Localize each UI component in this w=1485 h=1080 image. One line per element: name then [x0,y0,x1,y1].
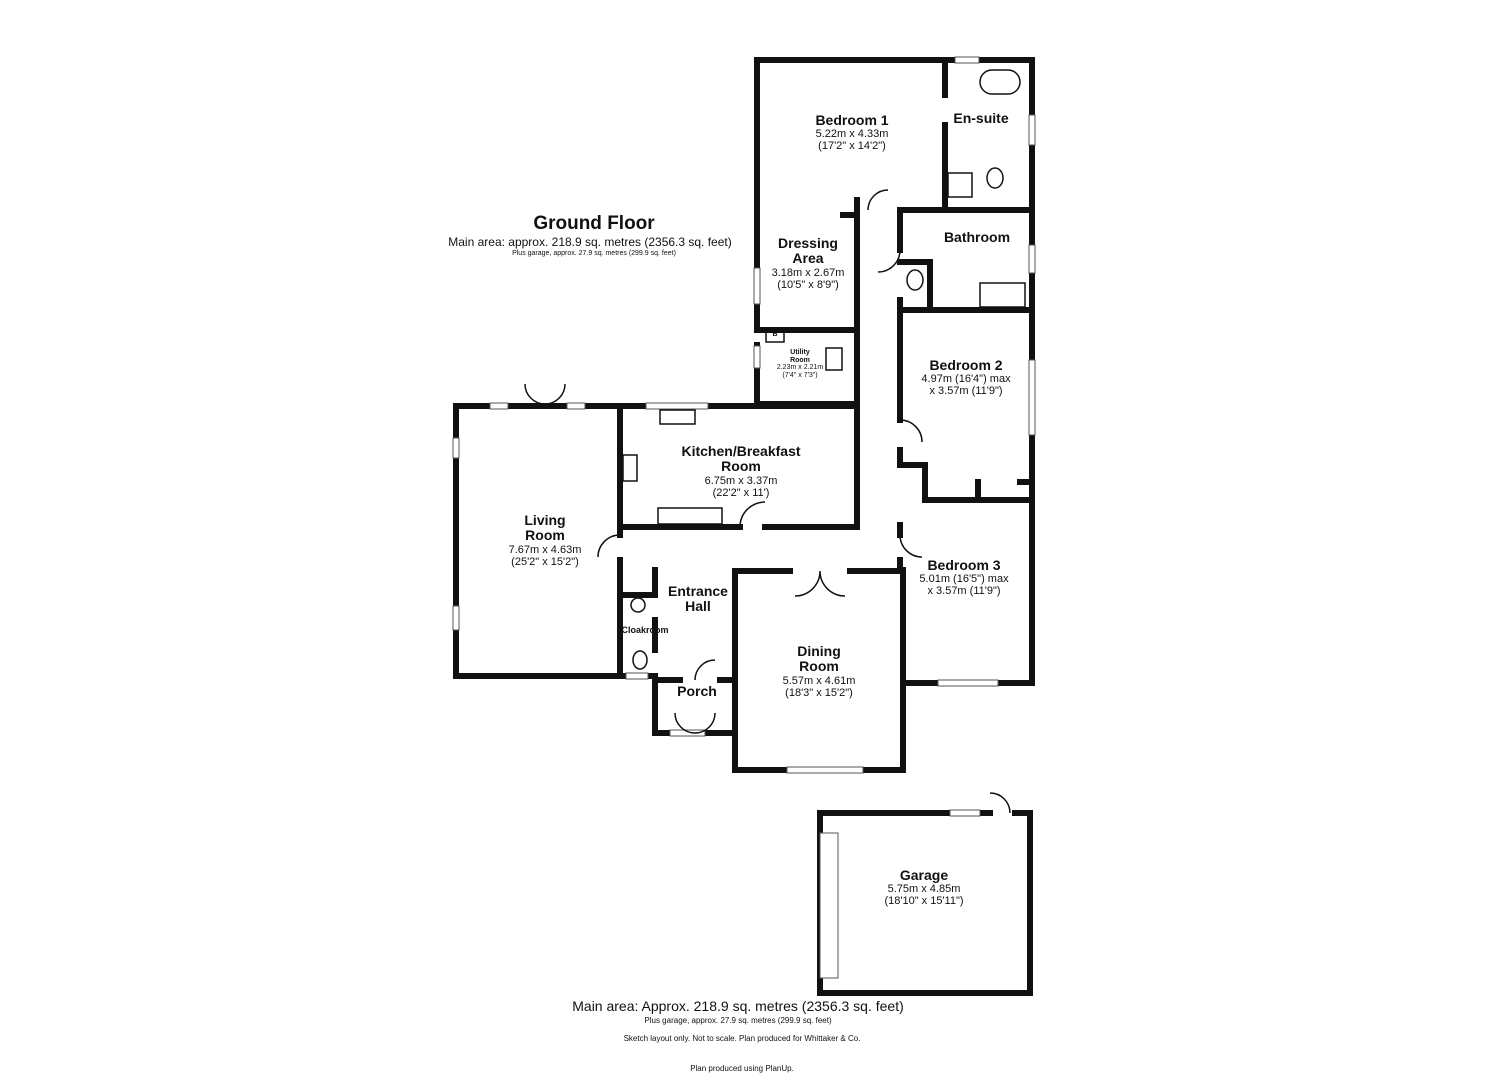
door [989,792,1011,814]
door [674,712,716,734]
footer-garage-area: Plus garage, approx. 27.9 sq. metres (29… [644,1016,832,1025]
window [452,437,460,459]
garage-area-header: Plus garage, approx. 27.9 sq. metres (29… [512,250,676,257]
door [867,189,889,211]
window [625,672,649,680]
toilet-icon [986,167,1004,189]
room-cloakroom: Cloakroom [621,625,669,635]
door [877,249,901,273]
boiler-label: B [772,331,778,338]
main-area-header: Main area: approx. 218.9 sq. metres (235… [448,235,732,249]
window [566,402,586,410]
shower-icon [979,282,1026,308]
wall-bed2 [900,462,1035,503]
bath-icon [979,69,1021,95]
window [949,809,981,817]
door [794,570,846,597]
window [954,56,980,64]
wall-living [453,403,623,679]
basin-icon [630,597,646,613]
door [597,534,621,558]
boiler-icon [765,329,785,343]
window [489,402,509,410]
window [786,766,864,774]
door [694,659,716,681]
door [899,419,923,443]
room-ensuite: En-suite [953,110,1009,126]
floor-title: Ground Floor [533,213,655,234]
window [937,679,999,687]
sink-icon [659,409,696,425]
hob-icon [622,454,638,482]
shower-icon [947,172,973,198]
wall-corridor [854,307,903,573]
window [669,729,706,737]
toilet-icon [632,650,648,670]
footer-credit: Plan produced using PlanUp. [690,1064,794,1073]
window [452,605,460,631]
island-icon [657,507,723,525]
footer-disclaimer: Sketch layout only. Not to scale. Plan p… [623,1034,861,1043]
window [1028,244,1036,274]
door [739,501,766,528]
wall-ensuite [897,57,1035,213]
toilet-icon [906,269,924,291]
sink-icon [825,347,843,371]
window [1028,114,1036,146]
footer-main-area: Main area: Approx. 218.9 sq. metres (235… [572,998,904,1014]
window [753,267,761,305]
window [1028,359,1036,436]
wall-dining [732,568,906,773]
door [524,383,566,405]
door [899,534,923,558]
room-bathroom: Bathroom [943,229,1011,245]
window [753,345,761,369]
room-porch: Porch [677,683,717,699]
garage-door [819,832,839,979]
window [645,402,709,410]
